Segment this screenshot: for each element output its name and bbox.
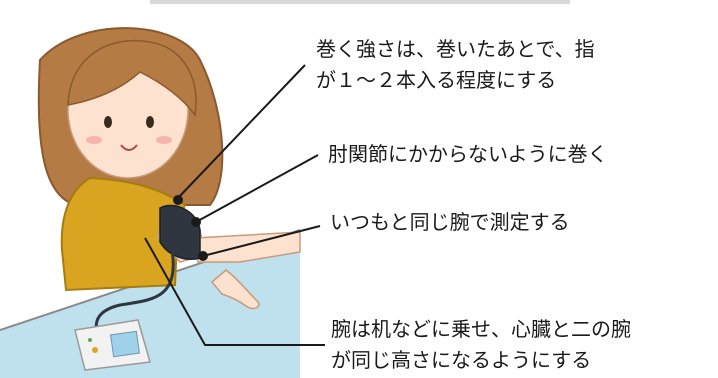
annotation-elbow-joint: 肘関節にかからないように巻く <box>328 139 608 170</box>
annotation-heart-level: 腕は机などに乗せ、心臓と二の腕 が同じ高さになるようにする <box>331 314 631 376</box>
annotation-line: が１～２本入る程度にする <box>316 68 557 92</box>
annotation-line: いつもと同じ腕で測定する <box>330 210 570 234</box>
annotation-cuff-tightness: 巻く強さは、巻いたあとで、指 が１～２本入る程度にする <box>316 34 595 96</box>
annotation-line: 肘関節にかからないように巻く <box>328 142 608 166</box>
leader-dot-same-arm <box>198 251 208 261</box>
bp-monitor <box>74 319 151 371</box>
top-edge-remnant <box>150 0 570 4</box>
hand <box>210 269 260 310</box>
leader-line-heart-level <box>144 237 325 346</box>
annotation-same-arm: いつもと同じ腕で測定する <box>330 207 570 238</box>
face <box>67 40 197 179</box>
leader-line-cuff-tightness <box>177 64 306 199</box>
leader-line-same-arm <box>202 225 321 257</box>
leader-dot-elbow-joint <box>191 217 201 227</box>
leader-lines <box>144 64 325 346</box>
annotation-line: 巻く強さは、巻いたあとで、指 <box>316 37 595 61</box>
leader-dot-cuff-tightness <box>173 195 183 205</box>
leader-line-elbow-joint <box>195 154 319 223</box>
annotation-line: 腕は机などに乗せ、心臓と二の腕 <box>331 317 631 341</box>
annotation-line: が同じ高さになるようにする <box>331 348 592 372</box>
